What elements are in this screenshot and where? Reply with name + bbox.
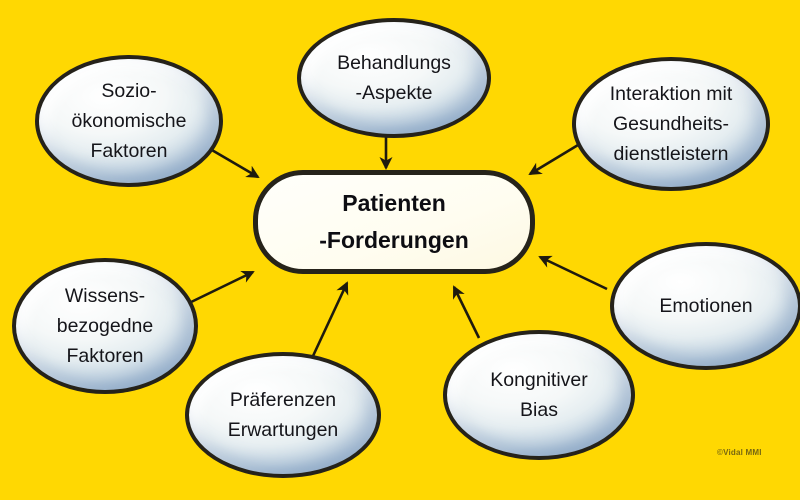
node-label-line: Sozio- — [101, 79, 157, 102]
node-label-line: Präferenzen — [229, 388, 337, 411]
copyright-watermark: ©Vidal MMI — [717, 448, 762, 457]
node-label-line: Interaktion mit — [609, 82, 733, 105]
node-praeferenzen-erwartungen: Präferenzen Erwartungen — [185, 352, 381, 478]
node-patienten-forderungen: Patienten -Forderungen — [253, 170, 535, 274]
node-label-line: Faktoren — [66, 345, 144, 368]
node-label-line: Erwartungen — [227, 419, 339, 441]
node-label-line: Kongnitiver — [490, 368, 588, 391]
node-label-line: Bias — [520, 399, 558, 421]
node-sozio-oekonomische-faktoren: Sozio- ökonomische Faktoren — [35, 55, 223, 187]
arrow-kognitiv-to-center — [452, 285, 481, 339]
node-interaktion-mit-gesundheitsdienstleistern: Interaktion mit Gesundheits- dienstleist… — [572, 57, 770, 191]
node-behandlungs-aspekte: Behandlungs -Aspekte — [297, 18, 491, 138]
node-emotionen: Emotionen — [610, 242, 800, 370]
node-label-line: Behandlungs — [337, 51, 451, 74]
node-label-line: Gesundheits- — [613, 112, 729, 135]
node-kognitiver-bias: Kongnitiver Bias — [443, 330, 635, 460]
arrow-emotionen-to-center — [538, 255, 608, 291]
node-label-line: bezogedne — [56, 314, 154, 337]
node-label-line: Faktoren — [90, 140, 168, 163]
center-label-line2: -Forderungen — [319, 227, 469, 253]
arrow-wissens-to-center — [186, 270, 255, 306]
center-label-line1: Patienten — [342, 190, 446, 217]
node-label-line: dienstleistern — [613, 143, 729, 166]
node-label-line: Wissens- — [64, 284, 146, 307]
node-wissensbezogene-faktoren: Wissens- bezogedne Faktoren — [12, 258, 198, 394]
node-label-line: ökonomische — [71, 109, 187, 132]
node-label-line: -Aspekte — [355, 82, 433, 104]
node-label-line: Emotionen — [659, 294, 753, 317]
arrow-interaktion-to-center — [528, 140, 584, 176]
arrow-praeferenzen-to-center — [311, 281, 349, 357]
